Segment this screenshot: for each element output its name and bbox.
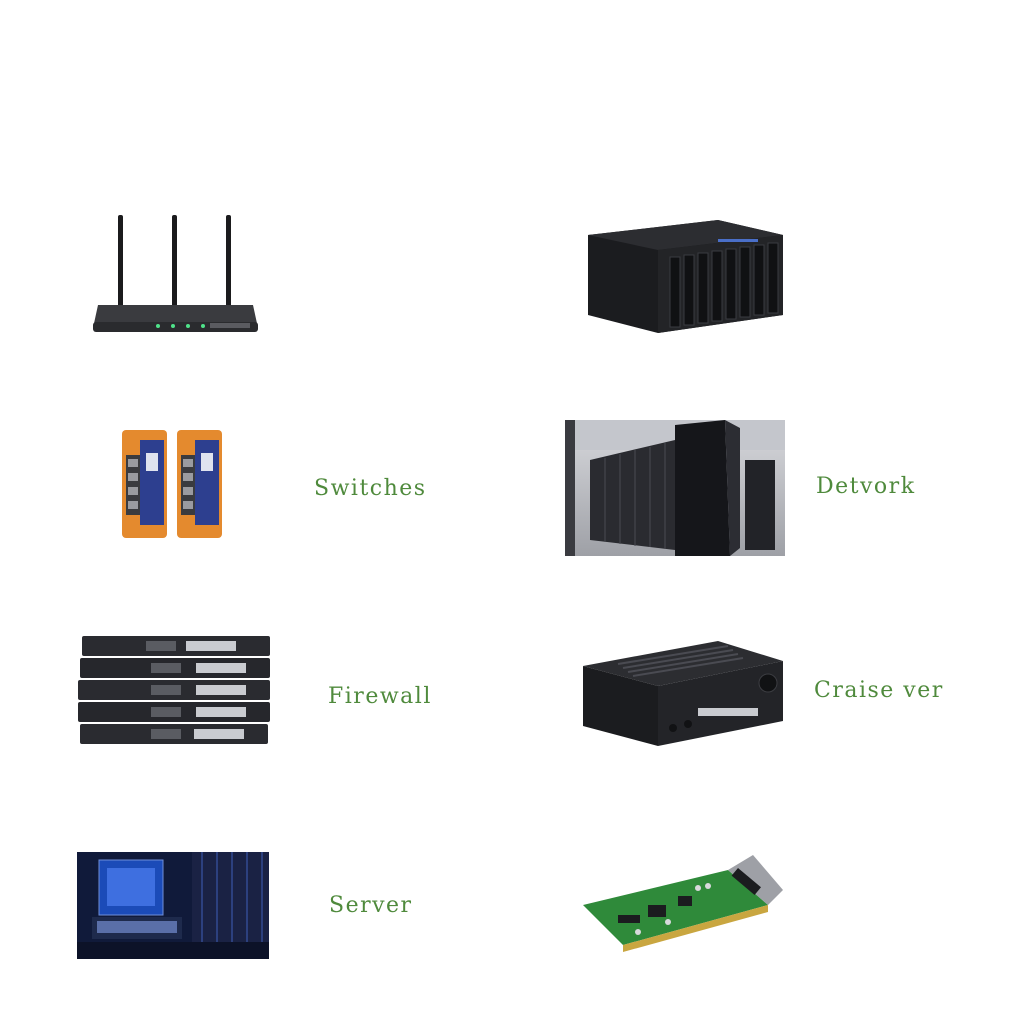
datacenter-photo (565, 420, 785, 556)
craise-ver-label: Craise ver (814, 678, 944, 703)
firewall-label: Firewall (328, 684, 432, 709)
switches-label: Switches (314, 476, 427, 501)
server-label: Server (329, 893, 413, 918)
industrial-switch-icon (118, 425, 228, 545)
rack-switches-icon (76, 632, 274, 750)
detvork-label: Detvork (816, 474, 916, 499)
router-icon (88, 210, 263, 345)
network-card-icon (578, 850, 786, 965)
nas-icon (578, 215, 788, 340)
server-room-photo (77, 852, 269, 959)
amplifier-icon (578, 636, 788, 751)
